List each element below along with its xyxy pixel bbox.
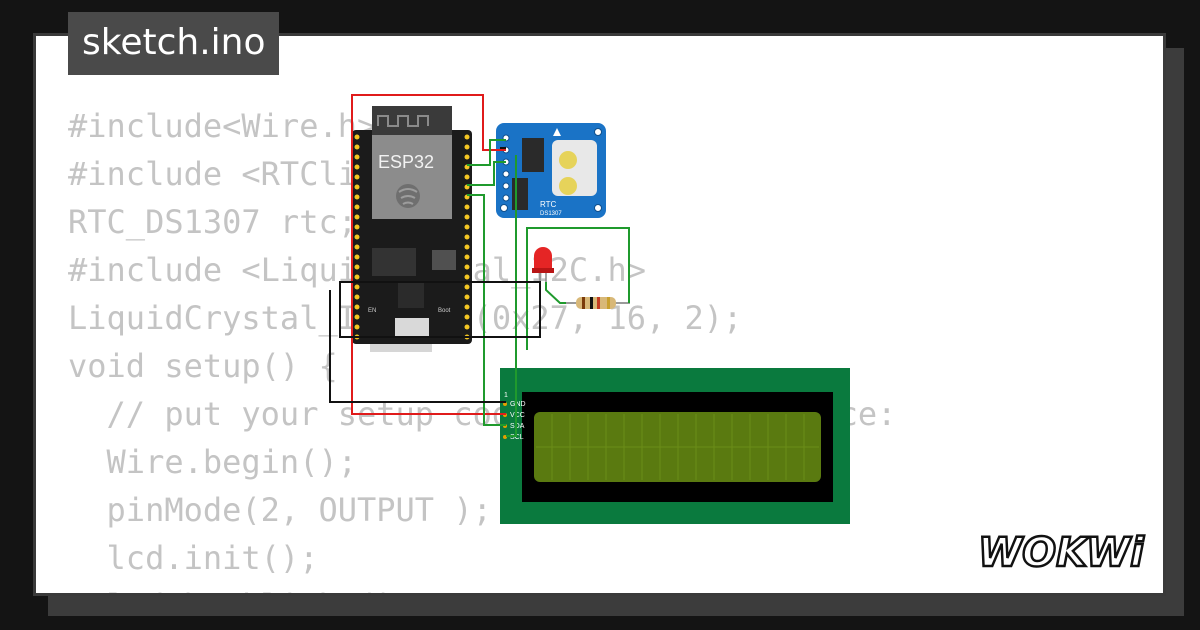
esp32-left-pins	[354, 134, 360, 340]
code-line: lcd.backlight();	[68, 582, 896, 593]
esp32-label: ESP32	[378, 152, 434, 172]
esp32-board[interactable]: ESP32 EN Boot	[352, 106, 472, 352]
resistor[interactable]	[566, 297, 630, 309]
rtc-pins	[500, 128, 602, 212]
lcd-pin-gnd: GND	[510, 401, 526, 408]
esp32-en-label: EN	[368, 308, 376, 314]
lcd-pin-vcc: VCC	[510, 412, 525, 419]
lcd-pin-sda: SDA	[510, 423, 525, 430]
esp32-boot-label: Boot	[438, 308, 451, 314]
led[interactable]	[532, 247, 554, 282]
wire-green-sda-rtc	[467, 139, 506, 166]
wokwi-logo: WOKWi	[977, 529, 1147, 576]
code-line: RTC_DS1307 rtc;	[68, 203, 357, 241]
wire-black-led-gnd	[339, 281, 541, 338]
wire-green-sda-lcd	[467, 194, 506, 426]
lcd-pin-index: 1	[504, 392, 508, 399]
rtc-label: RTC	[540, 200, 557, 209]
rtc-part-label: DS1307	[540, 211, 562, 217]
rtc-module[interactable]: RTC DS1307	[496, 123, 606, 218]
filename-tab[interactable]: sketch.ino	[68, 12, 280, 75]
wire-green-led	[526, 227, 630, 350]
wire-green-scl-rtc	[467, 161, 506, 186]
code-line: Wire.begin();	[68, 443, 357, 481]
wire-green-resistor	[545, 282, 566, 304]
wokwi-logo-text: WOKWi	[978, 530, 1145, 576]
code-line: pinMode(2, OUTPUT );	[68, 491, 492, 529]
wire-red-lcd-vcc	[351, 150, 506, 415]
lcd-pin-scl: SCL	[510, 434, 524, 441]
wires	[329, 94, 630, 437]
code-line: #include<Wire.h>	[68, 107, 377, 145]
lcd-display[interactable]: 1 GND VCC SDA SCL	[500, 368, 850, 524]
code-line: lcd.init();	[68, 539, 319, 577]
lcd-character-grid	[536, 414, 819, 480]
code-line: void setup() {	[68, 347, 338, 385]
wire-black-gnd	[329, 290, 506, 403]
wire-green-scl-lcd	[506, 155, 517, 437]
